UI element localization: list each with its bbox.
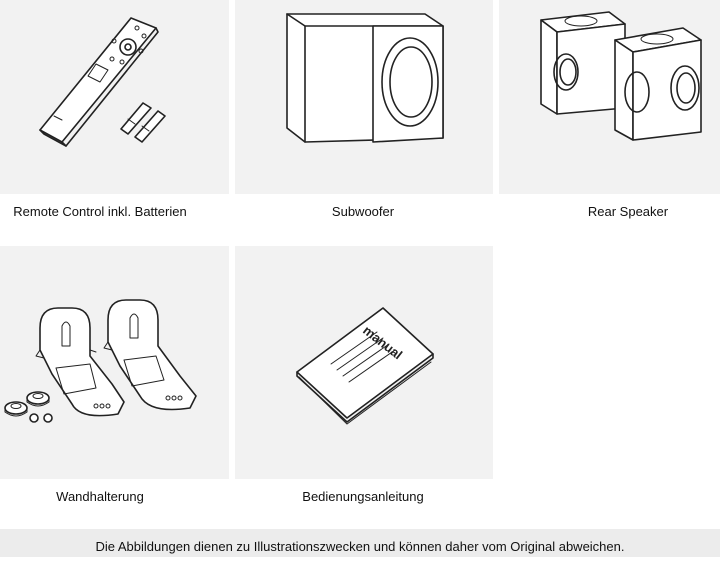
manual-label: Bedienungsanleitung — [302, 489, 424, 504]
subwoofer-icon — [286, 13, 444, 143]
rear-speaker-icon — [540, 11, 702, 141]
subwoofer-label: Subwoofer — [331, 204, 395, 219]
rear-speaker-label: Rear Speaker — [587, 204, 669, 219]
remote-control-tile — [0, 0, 229, 194]
remote-control-icon — [39, 17, 166, 147]
rear-speaker-tile — [499, 0, 720, 194]
wall-bracket-tile — [0, 246, 229, 479]
wall-bracket-label: Wandhalterung — [56, 489, 144, 504]
footer-disclaimer: Die Abbildungen dienen zu Illustrationsz… — [0, 529, 720, 557]
remote-control-label: Remote Control inkl. Batterien — [13, 204, 187, 219]
manual-tile: manual — [235, 246, 493, 479]
subwoofer-tile — [235, 0, 493, 194]
wall-bracket-icon — [4, 299, 197, 423]
manual-icon: manual — [296, 307, 434, 425]
